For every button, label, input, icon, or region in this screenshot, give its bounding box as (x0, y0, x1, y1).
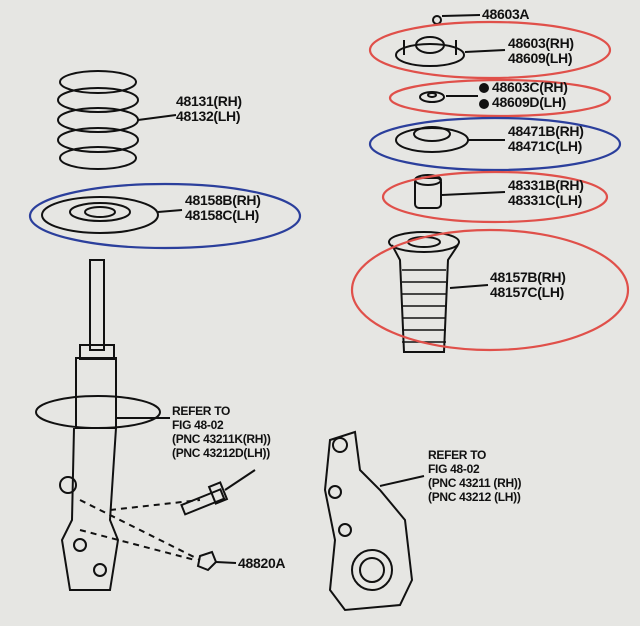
red-marker-circle (368, 20, 612, 80)
note-line: REFER TO (172, 404, 231, 418)
note-line: FIG 48-02 (172, 418, 224, 432)
support-part-label: 48603(RH)48609(LH) (508, 36, 574, 66)
spring-seat-part-label: 48158B(RH)48158C(LH) (185, 193, 261, 223)
blue-marker-circle (28, 182, 302, 250)
support-drawing (395, 14, 506, 67)
mount-nut-part-label: 48603A (482, 6, 530, 22)
part-number-rh: 48158B(RH) (185, 192, 261, 208)
washer-part-label: 48603C(RH)48609D(LH) (492, 80, 568, 110)
bolt-drawing (180, 481, 229, 516)
note-line: FIG 48-02 (428, 462, 480, 476)
note-line: (PNC 43211K(RH)) (172, 432, 271, 446)
spring-part-label: 48131(RH)48132(LH) (176, 94, 242, 124)
red-marker-circle (381, 170, 609, 224)
part-number-lh: 48157C(LH) (490, 284, 565, 300)
part-number-lh: 48132(LH) (176, 108, 241, 124)
note-line: REFER TO (428, 448, 487, 462)
note-line: (PNC 43212D(LH)) (172, 446, 270, 460)
part-number-rh: 48471B(RH) (508, 123, 584, 139)
spring-seat-drawing (41, 196, 183, 234)
part-number-rh: 48603C(RH) (492, 79, 568, 95)
bumper-drawing (414, 174, 506, 209)
boot-part-label: 48157B(RH)48157C(LH) (490, 270, 566, 300)
upper-seat-part-label: 48471B(RH)48471C(LH) (508, 124, 584, 154)
blue-marker-circle (368, 116, 622, 172)
upper-seat-drawing (395, 126, 505, 153)
part-number-rh: 48331B(RH) (508, 177, 584, 193)
coil-spring-drawing (57, 70, 177, 170)
strut-drawing (35, 259, 161, 591)
part-number-lh: 48158C(LH) (185, 207, 260, 223)
part-number-lh: 48331C(LH) (508, 192, 583, 208)
part-number-rh: 48157B(RH) (490, 269, 566, 285)
washer-drawing (419, 91, 478, 103)
note-line: (PNC 43212 (LH)) (428, 490, 521, 504)
nut-part-label: 48820A (238, 555, 286, 571)
steering-knuckle-drawing (323, 430, 425, 612)
note-line: (PNC 43211 (RH)) (428, 476, 522, 490)
nut-drawing (196, 550, 218, 572)
red-marker-circle (350, 228, 630, 352)
part-number-rh: 48131(RH) (176, 93, 242, 109)
bumper-part-label: 48331B(RH)48331C(LH) (508, 178, 584, 208)
part-number-lh: 48609D(LH) (492, 94, 567, 110)
part-number-lh: 48471C(LH) (508, 138, 583, 154)
part-number-rh: 48603(RH) (508, 35, 574, 51)
part-number-lh: 48609(LH) (508, 50, 573, 66)
red-marker-circle (388, 78, 612, 118)
boot-drawing (388, 231, 489, 353)
